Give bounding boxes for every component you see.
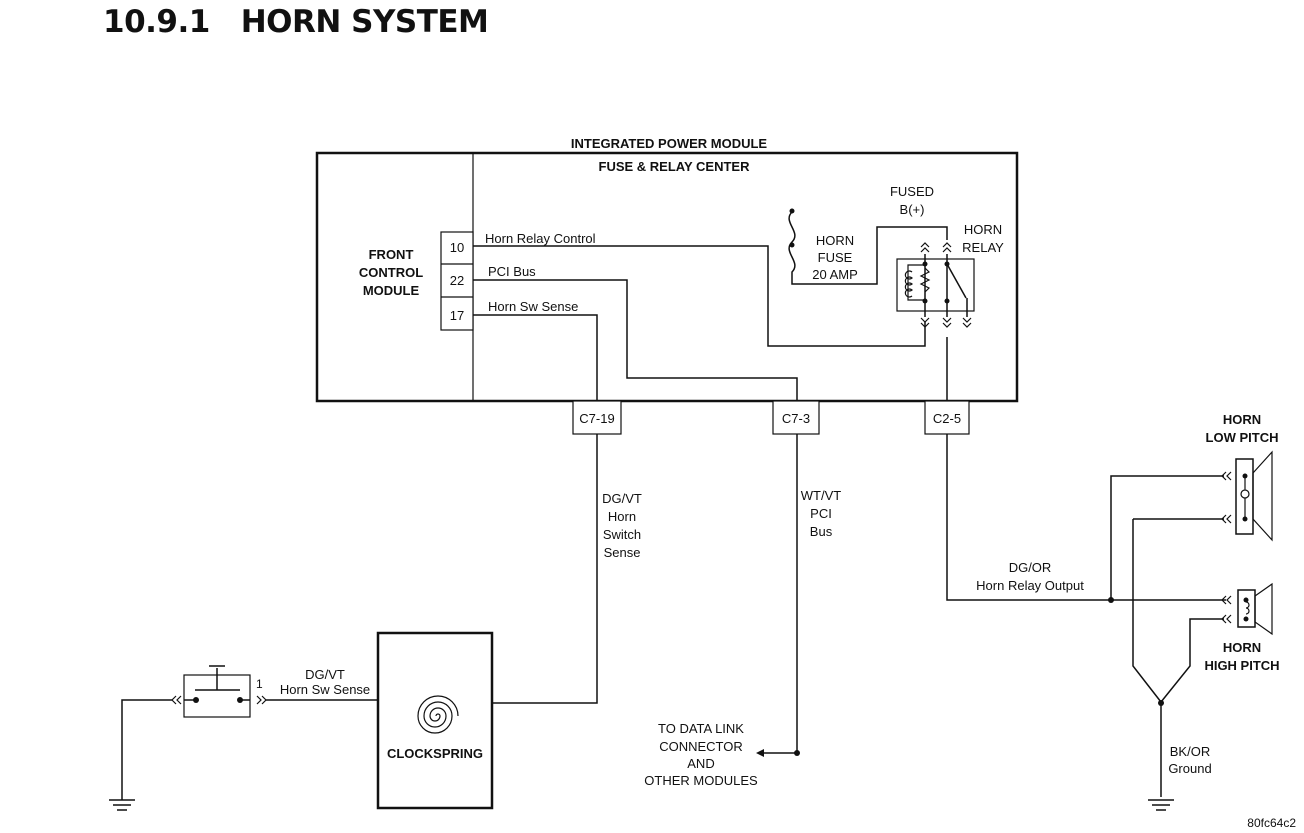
- svg-text:Horn Sw Sense: Horn Sw Sense: [280, 682, 370, 697]
- svg-text:DG/OR: DG/OR: [1009, 560, 1052, 575]
- wire-wt-vt-pci-bus: [760, 434, 798, 754]
- svg-text:20 AMP: 20 AMP: [812, 267, 858, 282]
- svg-text:C2-5: C2-5: [933, 411, 961, 426]
- svg-text:CLOCKSPRING: CLOCKSPRING: [387, 746, 483, 761]
- horn-low-pitch-label: HORN LOW PITCH: [1206, 412, 1279, 445]
- wire-dg-vt-horn-switch-sense: [492, 434, 598, 704]
- svg-text:Sense: Sense: [604, 545, 641, 560]
- page-title: 10.9.1 HORN SYSTEM: [103, 4, 489, 40]
- pin-22: 22: [450, 273, 464, 288]
- svg-text:HORN: HORN: [1223, 412, 1261, 427]
- wire-to-low-pitch-horn: [1110, 475, 1224, 600]
- fused-b-plus-label: FUSED B(+): [890, 184, 934, 217]
- wire-pci-bus: [473, 279, 798, 408]
- svg-text:PCI: PCI: [810, 506, 832, 521]
- pci-splice: [794, 750, 800, 756]
- svg-text:WT/VT: WT/VT: [801, 488, 841, 503]
- svg-text:CONNECTOR: CONNECTOR: [659, 739, 743, 754]
- horn-ground-icon: [1147, 799, 1175, 811]
- svg-text:FUSE: FUSE: [818, 250, 853, 265]
- svg-text:DG/VT: DG/VT: [602, 491, 642, 506]
- integrated-power-module: [315, 151, 1019, 403]
- svg-text:AND: AND: [687, 756, 714, 771]
- horn-relay: [896, 242, 975, 328]
- svg-text:Bus: Bus: [810, 524, 833, 539]
- clockspring: CLOCKSPRING: [376, 631, 494, 810]
- front-control-module: FRONT CONTROL MODULE: [359, 247, 423, 298]
- switch-pin-1: 1: [256, 677, 263, 691]
- pin-10: 10: [450, 240, 464, 255]
- wire-horn-sw-sense: [473, 314, 598, 408]
- horn-fuse: [788, 208, 948, 285]
- horn-relay-label: HORN RELAY: [962, 222, 1004, 255]
- switch-ground-icon: [108, 799, 136, 811]
- fcm-pins: 10 22 17: [440, 231, 474, 331]
- horn-low-pitch: [1221, 450, 1273, 542]
- svg-text:CONTROL: CONTROL: [359, 265, 423, 280]
- pin-17: 17: [450, 308, 464, 323]
- wire-low-pitch-ground-run: [1132, 519, 1162, 703]
- svg-text:HORN: HORN: [964, 222, 1002, 237]
- svg-text:HORN: HORN: [1223, 640, 1261, 655]
- svg-text:FRONT: FRONT: [369, 247, 414, 262]
- switch-wire-label: DG/VT Horn Sw Sense: [280, 667, 370, 697]
- circuit-pci-bus: PCI Bus: [488, 264, 536, 279]
- horn-fuse-label: HORN FUSE 20 AMP: [812, 233, 858, 282]
- wire-dg-or-horn-relay-output: [946, 434, 1226, 601]
- svg-text:OTHER MODULES: OTHER MODULES: [644, 773, 758, 788]
- circuit-horn-relay-control: Horn Relay Control: [485, 231, 596, 246]
- ipm-label: INTEGRATED POWER MODULE: [571, 136, 768, 151]
- data-link-arrow: [756, 749, 764, 757]
- svg-text:RELAY: RELAY: [962, 240, 1004, 255]
- frc-label: FUSE & RELAY CENTER: [599, 159, 751, 174]
- wire-high-pitch-ground: [1160, 618, 1224, 703]
- horn-high-pitch-label: HORN HIGH PITCH: [1204, 640, 1279, 673]
- connector-c7-3: C7-3: [772, 400, 820, 435]
- svg-text:Ground: Ground: [1168, 761, 1211, 776]
- horn-high-pitch: [1221, 582, 1273, 636]
- svg-text:DG/VT: DG/VT: [305, 667, 345, 682]
- wire-c2-5-label: DG/OR Horn Relay Output: [976, 560, 1084, 593]
- data-link-label: TO DATA LINK CONNECTOR AND OTHER MODULES: [644, 721, 758, 788]
- svg-text:Horn: Horn: [608, 509, 636, 524]
- wire-horn-relay-control: [473, 245, 926, 347]
- connector-c2-5: C2-5: [924, 400, 970, 435]
- horn-switch: [183, 665, 251, 718]
- svg-text:HIGH PITCH: HIGH PITCH: [1204, 658, 1279, 673]
- svg-text:B(+): B(+): [900, 202, 925, 217]
- svg-text:MODULE: MODULE: [363, 283, 420, 298]
- svg-text:Switch: Switch: [603, 527, 641, 542]
- wire-c7-19-label: DG/VT Horn Switch Sense: [602, 491, 642, 560]
- svg-text:LOW PITCH: LOW PITCH: [1206, 430, 1279, 445]
- svg-text:Horn Relay Output: Horn Relay Output: [976, 578, 1084, 593]
- circuit-horn-sw-sense: Horn Sw Sense: [488, 299, 578, 314]
- figure-id: 80fc64c2: [1247, 816, 1296, 830]
- ground-wire-label: BK/OR Ground: [1168, 744, 1211, 776]
- wire-switch-ground: [121, 699, 172, 800]
- svg-text:FUSED: FUSED: [890, 184, 934, 199]
- connector-c7-19: C7-19: [572, 400, 622, 435]
- svg-text:C7-19: C7-19: [579, 411, 614, 426]
- svg-text:C7-3: C7-3: [782, 411, 810, 426]
- svg-text:TO DATA LINK: TO DATA LINK: [658, 721, 744, 736]
- svg-text:HORN: HORN: [816, 233, 854, 248]
- wire-c7-3-label: WT/VT PCI Bus: [801, 488, 841, 539]
- clockspring-spiral-icon: [417, 695, 459, 734]
- svg-text:BK/OR: BK/OR: [1170, 744, 1210, 759]
- ground-splice: [1158, 700, 1164, 706]
